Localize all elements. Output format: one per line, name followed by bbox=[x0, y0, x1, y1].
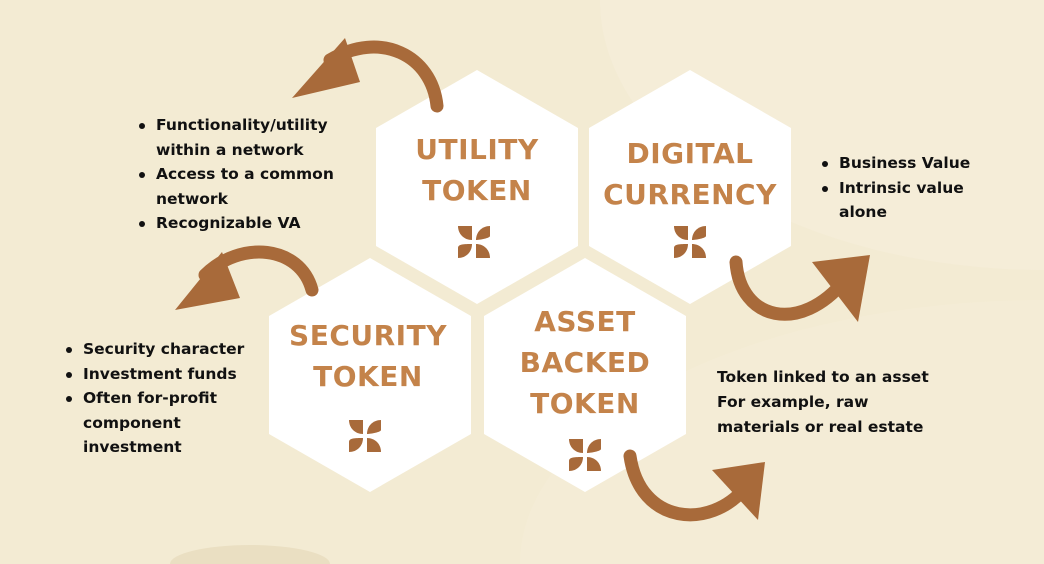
hexagon-asset bbox=[484, 258, 686, 492]
digital-points-list: Business Value Intrinsic value alone bbox=[822, 151, 987, 225]
utility-points-list: Functionality/utility within a network A… bbox=[139, 113, 354, 236]
text-line: For example, raw bbox=[717, 393, 869, 411]
hexagon-utility bbox=[376, 70, 578, 304]
title-line: BACKED bbox=[519, 346, 651, 379]
text-line: materials or real estate bbox=[717, 418, 924, 436]
four-leaf-icon bbox=[458, 226, 490, 258]
list-item: Investment funds bbox=[66, 362, 256, 387]
list-item: Access to a common network bbox=[139, 162, 354, 211]
four-leaf-icon bbox=[349, 420, 381, 452]
four-leaf-icon bbox=[569, 439, 601, 471]
arrowhead-security bbox=[175, 252, 240, 310]
hexagon-title-digital: DIGITAL CURRENCY bbox=[590, 133, 790, 215]
title-line: SECURITY bbox=[289, 319, 447, 352]
arrowhead-asset bbox=[712, 462, 765, 520]
title-line: ASSET bbox=[534, 305, 636, 338]
title-line: TOKEN bbox=[530, 387, 640, 420]
hexagon-title-asset: ASSET BACKED TOKEN bbox=[485, 301, 685, 424]
arrowhead-utility bbox=[292, 38, 360, 98]
list-item: Functionality/utility within a network bbox=[139, 113, 354, 162]
hexagon-digital bbox=[589, 70, 791, 304]
title-line: TOKEN bbox=[422, 174, 532, 207]
arrow-asset bbox=[623, 449, 752, 522]
list-item: Business Value bbox=[822, 151, 987, 176]
asset-description: Token linked to an asset For example, ra… bbox=[717, 365, 957, 440]
title-line: DIGITAL bbox=[626, 137, 754, 170]
list-item: Often for-profit component investment bbox=[66, 386, 256, 460]
hexagon-title-security: SECURITY TOKEN bbox=[268, 315, 468, 397]
arrowhead-digital bbox=[812, 255, 870, 322]
list-item: Intrinsic value alone bbox=[822, 176, 987, 225]
title-line: TOKEN bbox=[313, 360, 423, 393]
title-line: UTILITY bbox=[415, 133, 539, 166]
hexagon-title-utility: UTILITY TOKEN bbox=[377, 129, 577, 211]
security-points-list: Security character Investment funds Ofte… bbox=[66, 337, 256, 460]
list-item: Security character bbox=[66, 337, 256, 362]
arrow-digital bbox=[729, 255, 852, 321]
text-line: Token linked to an asset bbox=[717, 368, 929, 386]
title-line: CURRENCY bbox=[603, 178, 777, 211]
list-item: Recognizable VA bbox=[139, 211, 354, 236]
four-leaf-icon bbox=[674, 226, 706, 258]
hexagon-security bbox=[269, 258, 471, 492]
background-shape bbox=[170, 545, 330, 564]
